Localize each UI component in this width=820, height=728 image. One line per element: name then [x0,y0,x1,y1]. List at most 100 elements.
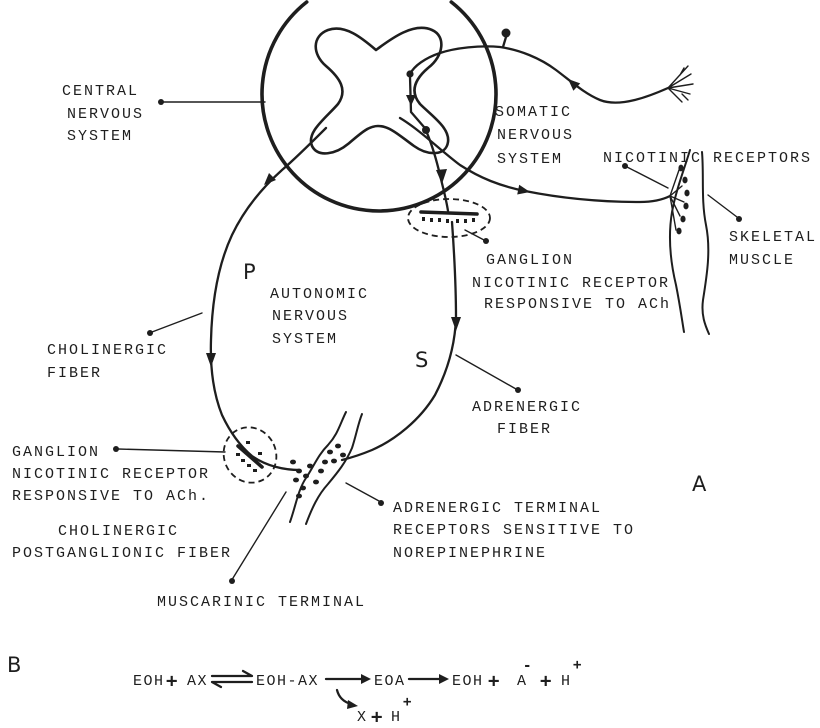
cholinergic-fiber-label-line2: FIBER [47,365,102,382]
receptor-dot [253,469,257,472]
adrenergic-fiber-leader-line [456,355,516,389]
terminal-dot [296,469,302,474]
cholinergic-fiber-label-line1: CHOLINERGIC [47,342,168,359]
sympathetic-ganglion-synapse [421,212,477,214]
reaction-enzyme: EOH [133,673,165,690]
vessel-left-wall [290,412,346,522]
adrenergic-terminal-label-line2: RECEPTORS SENSITIVE TO [393,522,635,539]
cholinergic-fiber-leader-dot [147,330,153,336]
reaction-proton-2-charge: + [403,694,411,710]
reaction-enzyme-regenerated: EOH [452,673,484,690]
terminal-dot [313,480,319,485]
terminal-dot [296,494,302,499]
sympathetic-postganglionic-arrowhead [451,317,461,331]
adrenergic-fiber-label-line2: FIBER [497,421,552,438]
skeletal-muscle-left-edge [670,150,690,332]
cns-label-line2: NERVOUS [67,106,144,123]
parasympathetic-ganglion-synapse [238,446,262,467]
reaction-arrowhead-1 [361,674,371,684]
interneuron-arrowhead [406,95,416,106]
nicotinic-receptors-leader-line [627,167,668,188]
ganglion-right-label-line3: RESPONSIVE TO ACh [484,296,671,313]
sympathetic-s-label: S [415,348,428,372]
terminal-dot [331,459,337,464]
adrenergic-fiber-leader-dot [515,387,521,393]
receptor-dot [241,459,245,462]
reaction-side-arrowhead [347,700,358,709]
terminal-dot [340,453,346,458]
ganglion-left-label-line1: GANGLION [12,444,100,461]
receptor-dot [236,453,240,456]
cns-label-line3: SYSTEM [67,128,133,145]
receptor-dot [258,452,262,455]
muscarinic-terminal-label: MUSCARINIC TERMINAL [157,594,366,611]
reaction-proton-2: H [391,709,402,726]
sympathetic-preganglionic-arrowhead [436,169,447,184]
somatic-motor-arrowhead [517,185,530,195]
reaction-acid-charge: - [523,658,531,674]
skeletal-muscle-label-line2: MUSCLE [729,252,795,269]
equilibrium-arrow-reverse [212,682,252,687]
terminal-dot [290,460,296,465]
sympathetic-ganglion-receptors [422,217,475,223]
receptor-dot [464,219,467,223]
spinal-cord-outline [262,2,496,211]
skeletal-muscle-right-edge [702,152,709,334]
labels: CENTRAL NERVOUS SYSTEM SOMATIC NERVOUS S… [7,83,817,677]
skeletal-muscle-label-line1: SKELETAL [729,229,817,246]
hydrolysis-reaction: EOH + AX EOH-AX EOA EOH + A - + H + X + … [133,657,581,728]
reaction-arrowhead-2 [439,674,449,684]
somatic-label-line3: SYSTEM [497,151,563,168]
reaction-proton: H [561,673,572,690]
receptor-dot [676,228,681,235]
cns-label-line1: CENTRAL [62,83,139,100]
muscarinic-terminal-dots [290,460,313,499]
cholinergic-fiber-leader-line [152,313,202,332]
terminal-dot [303,474,309,479]
receptor-dot [422,217,425,221]
ganglion-right-label-line1: GANGLION [486,252,574,269]
receptor-dot [446,219,449,223]
nicotinic-receptors-label: NICOTINIC RECEPTORS [603,150,812,167]
adrenergic-fiber-label-line1: ADRENERGIC [472,399,582,416]
terminal-dot [327,450,333,455]
muscarinic-terminal-leader-dot [229,578,235,584]
reaction-plus-1: + [166,670,177,692]
cholinergic-arrowhead-upper [264,173,276,185]
receptor-dot [680,216,685,223]
terminal-dot [322,460,328,465]
ganglion-right-label-line2: NICOTINIC RECEPTOR [472,275,670,292]
receptor-dot [430,218,433,222]
reaction-substrate: AX [187,673,208,690]
dorsal-root-ganglion-stem [503,37,506,47]
receptor-dot [683,203,688,210]
autonomic-label-line3: SYSTEM [272,331,338,348]
skeletal-muscle-leader-line [708,195,737,217]
panel-a-label: A [692,472,707,496]
adrenergic-terminal-label-line3: NOREPINEPHRINE [393,545,547,562]
cholinergic-postganglionic-label-line1: CHOLINERGIC [58,523,179,540]
receptor-dot [246,441,250,444]
terminal-dot [293,478,299,483]
panel-b-label: B [7,653,21,677]
reaction-plus-2: + [488,670,499,692]
terminal-dot [300,486,306,491]
adrenergic-terminal-dots [313,444,346,485]
receptor-dot [682,177,687,184]
spinal-cord [262,2,496,211]
adrenergic-terminal-label-line1: ADRENERGIC TERMINAL [393,500,602,517]
receptor-dot [247,464,251,467]
receptor-dot [472,218,475,222]
reaction-leaving-group: X [357,709,368,726]
reaction-acid: A [517,673,528,690]
ganglion-left-label-line3: RESPONSIVE TO ACh. [12,488,210,505]
vessel-right-wall [306,414,362,524]
receptor-dot [438,218,441,222]
cholinergic-postganglionic-label-line2: POSTGANGLIONIC FIBER [12,545,232,562]
reaction-proton-charge: + [573,657,581,673]
sensory-fiber-group [410,29,693,103]
parasympathetic-p-label: P [243,260,256,284]
sensory-fiber [410,46,668,102]
autonomic-label-line2: NERVOUS [272,308,349,325]
sensory-arrowhead [568,79,580,91]
